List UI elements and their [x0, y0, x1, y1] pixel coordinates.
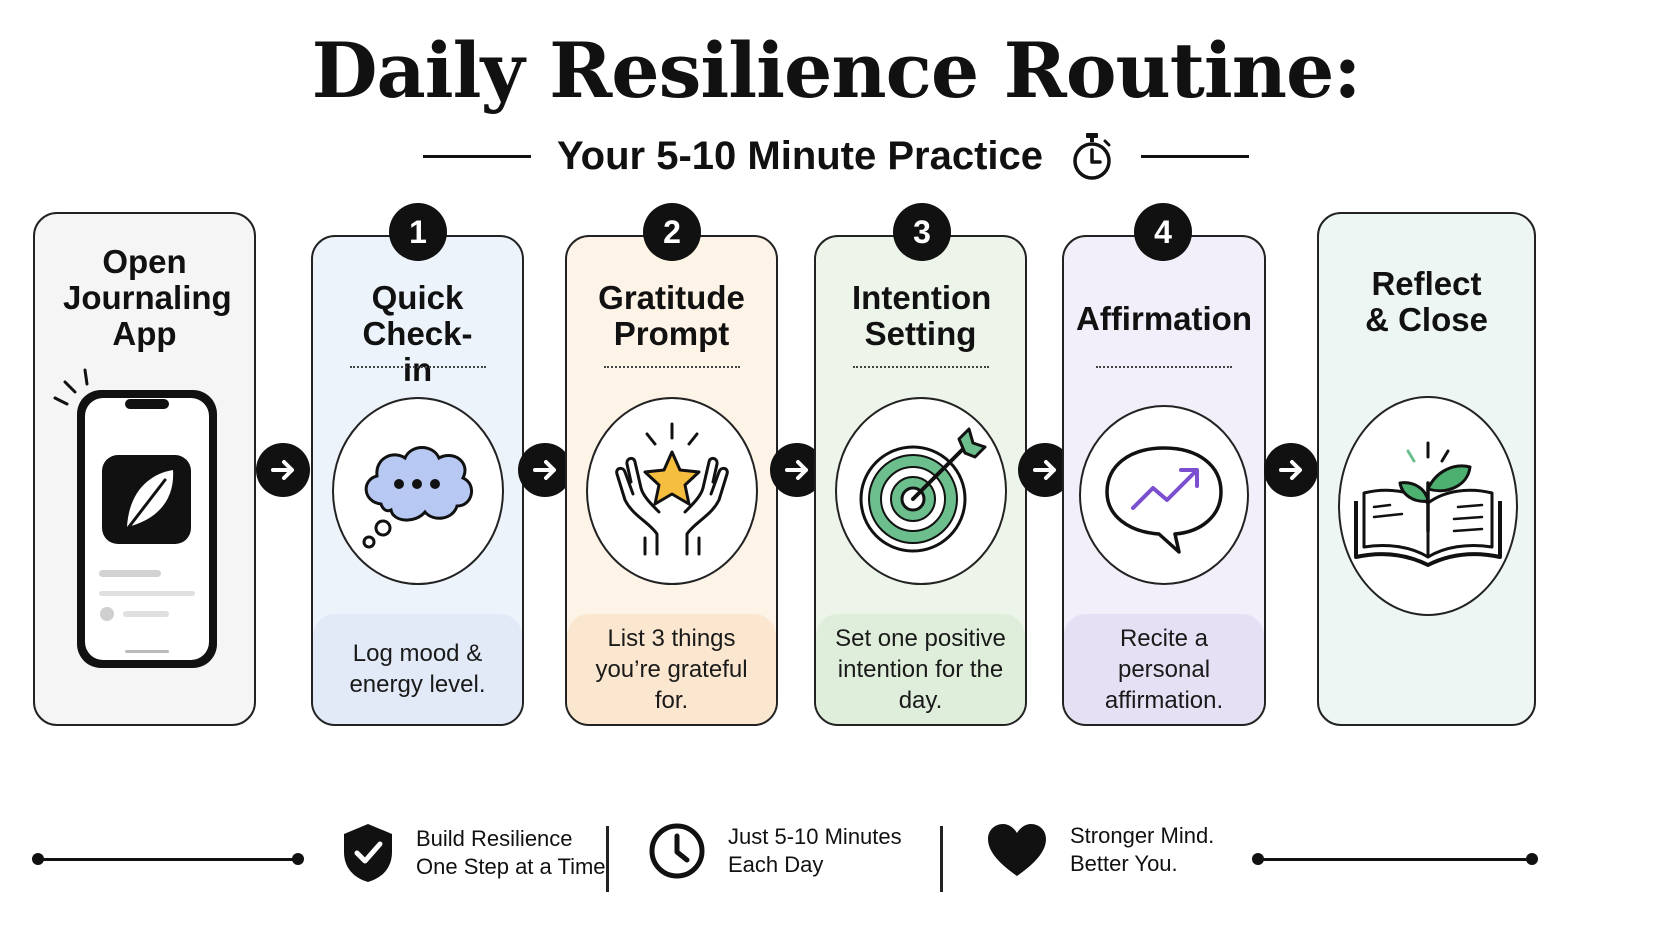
flow-arrow-icon: [1264, 443, 1318, 497]
target-arrow-icon: [859, 427, 987, 553]
clock-icon: [649, 823, 705, 879]
icon-circle: [586, 397, 758, 585]
step-card-gratitude-prompt: Gratitude Prompt List 3 things you’re gr…: [565, 235, 778, 726]
footer-line1: Build Resilience: [416, 826, 573, 851]
hands-star-icon: [615, 422, 729, 556]
footer-divider: [940, 826, 943, 892]
flow-arrow-icon: [518, 443, 572, 497]
title-separator: [1096, 366, 1232, 368]
footer-item-minutes: Just 5-10 Minutes Each Day: [648, 822, 902, 880]
footer-line1: Stronger Mind.: [1070, 823, 1215, 848]
icon-circle: [835, 397, 1007, 585]
step-title: Quick Check-in: [362, 279, 473, 388]
step-card-open-app: Open Journaling App: [33, 212, 256, 726]
step-title: Affirmation: [1076, 300, 1252, 337]
subtitle-row: Your 5-10 Minute Practice: [0, 128, 1672, 184]
title-separator: [603, 366, 740, 368]
step-title: Gratitude Prompt: [598, 279, 745, 352]
step-badge: 2: [643, 203, 701, 261]
step-card-reflect-close: Reflect & Close: [1317, 212, 1536, 726]
footer-item-stronger-mind: Stronger Mind. Better You.: [986, 822, 1214, 878]
page-title: Daily Resilience Routine:: [311, 26, 1362, 115]
footer-line-left: [36, 858, 297, 861]
footer-divider: [606, 826, 609, 892]
footer-line1: Just 5-10 Minutes: [728, 824, 902, 849]
step-badge: 3: [893, 203, 951, 261]
step-card-quick-check-in: Quick Check-in Log mood & energy level.: [311, 235, 524, 726]
heart-icon: [988, 824, 1046, 876]
step-badge: 1: [389, 203, 447, 261]
step-description: Set one positive intention for the day.: [816, 614, 1025, 724]
step-badge: 4: [1134, 203, 1192, 261]
step-title: Reflect & Close: [1365, 265, 1488, 338]
stopwatch-icon: [1073, 133, 1111, 180]
book-sprout-icon: [1354, 441, 1502, 567]
speech-trend-icon: [1105, 446, 1223, 554]
page-subtitle: Your 5-10 Minute Practice: [556, 133, 1044, 178]
step-card-intention-setting: Intention Setting Set one positive inten…: [814, 235, 1027, 726]
footer-line2: Each Day: [728, 852, 824, 877]
step-title: Intention Setting: [852, 279, 992, 352]
footer-line2: One Step at a Time: [416, 854, 606, 879]
icon-circle: [1079, 405, 1249, 585]
subtitle-rule-left: [422, 154, 531, 158]
step-description: List 3 things you’re grateful for.: [567, 614, 776, 724]
shield-check-icon: [344, 824, 392, 882]
phone-journal-icon: [53, 368, 217, 668]
footer-line2: Better You.: [1070, 851, 1178, 876]
step-description: Recite a personal affirmation.: [1064, 614, 1264, 724]
thought-bubble-icon: [362, 446, 473, 549]
step-description: Log mood & energy level.: [313, 614, 522, 724]
footer-item-build-resilience: Build Resilience One Step at a Time: [342, 822, 606, 884]
footer-dot-left-end: [292, 853, 304, 865]
title-separator: [852, 366, 989, 368]
icon-circle: [332, 397, 504, 585]
step-card-affirmation: Affirmation Recite a personal affirmatio…: [1062, 235, 1266, 726]
subtitle-rule-right: [1141, 154, 1250, 158]
step-title: Open Journaling App: [63, 243, 232, 352]
footer-dot-right: [1526, 853, 1538, 865]
title-separator: [349, 366, 486, 368]
flow-arrow-icon: [256, 443, 310, 497]
footer-line-right: [1256, 858, 1532, 861]
icon-circle: [1338, 396, 1518, 616]
